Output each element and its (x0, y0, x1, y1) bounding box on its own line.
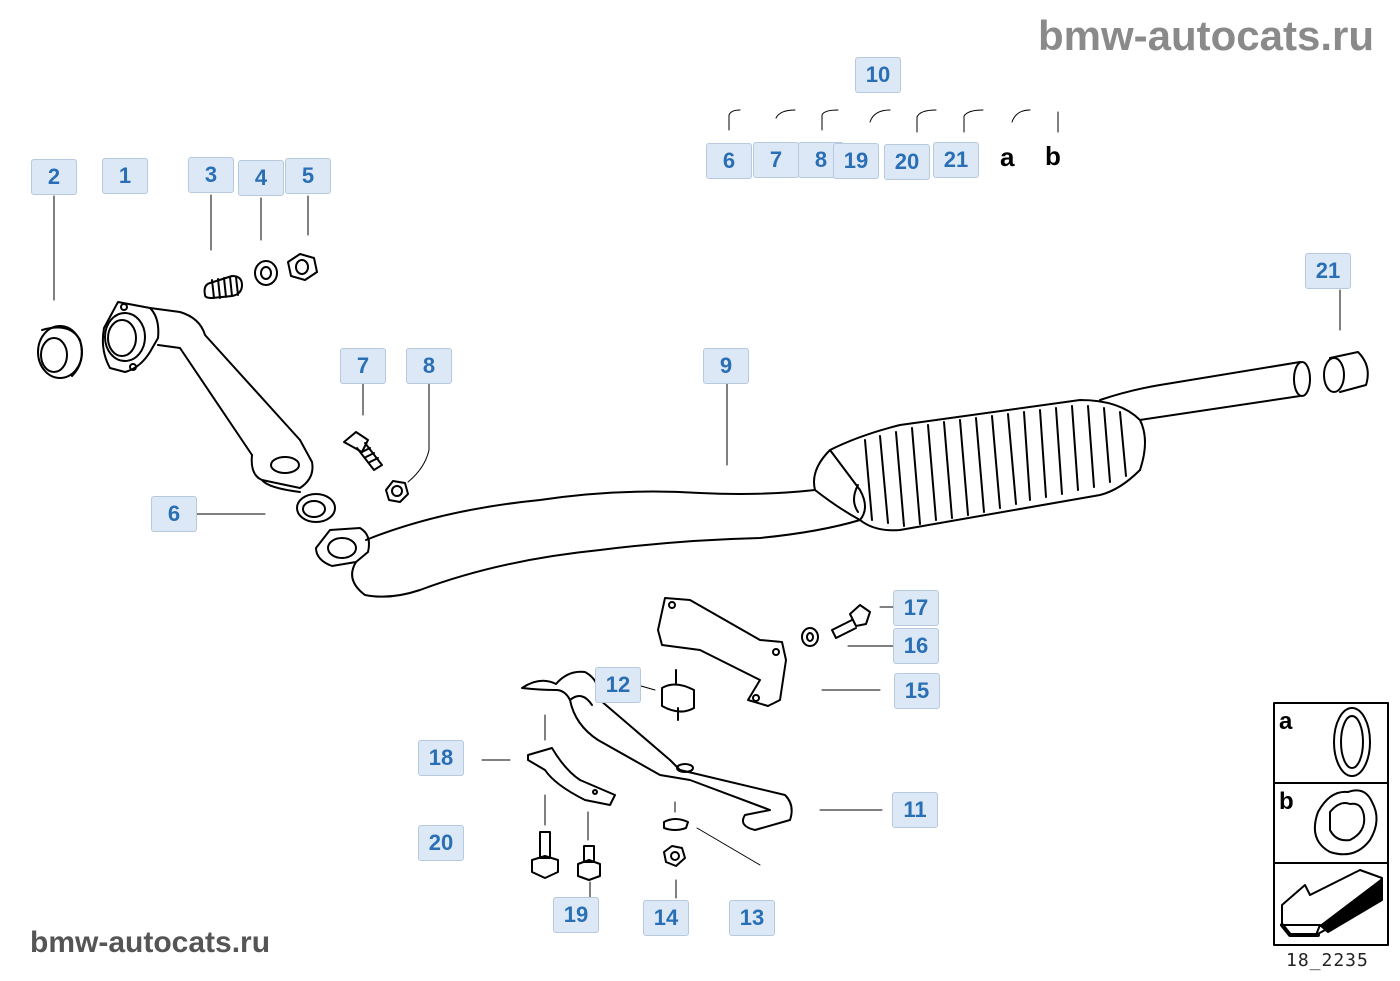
group-label-21[interactable]: 21 (933, 142, 979, 178)
group-label-19[interactable]: 19 (833, 143, 879, 179)
nut-5 (287, 253, 318, 281)
part-label-16[interactable]: 16 (893, 628, 939, 664)
exhaust-pipe-with-silencer-9 (315, 361, 1311, 598)
washer-4 (254, 260, 278, 286)
nut-14 (663, 845, 686, 867)
leader-lines (53, 109, 1341, 901)
part-label-21[interactable]: 21 (1305, 253, 1351, 289)
clamp-18 (527, 747, 616, 806)
watermark-bottom: bmw-autocats.ru (30, 926, 271, 959)
part-label-19[interactable]: 19 (553, 897, 599, 933)
part-label-2[interactable]: 2 (31, 159, 77, 195)
part-label-15[interactable]: 15 (894, 673, 940, 709)
part-label-5[interactable]: 5 (285, 158, 331, 194)
bolt-20 (531, 831, 559, 879)
part-label-11[interactable]: 11 (892, 792, 938, 828)
part-label-4[interactable]: 4 (238, 160, 284, 196)
bolt-7 (343, 431, 383, 471)
part-label-6[interactable]: 6 (151, 496, 197, 532)
group-label-6[interactable]: 6 (706, 143, 752, 179)
part-label-8[interactable]: 8 (406, 348, 452, 384)
part-label-13[interactable]: 13 (729, 900, 775, 936)
washer-14 (663, 818, 689, 831)
group-label-b: b (1045, 141, 1061, 171)
rubber-mount-12 (661, 669, 695, 721)
part-label-9[interactable]: 9 (703, 348, 749, 384)
drawing-id: 18_2235 (1286, 950, 1369, 971)
washer-16 (801, 627, 819, 647)
legend-box (1273, 702, 1389, 946)
part-label-20[interactable]: 20 (418, 825, 464, 861)
group-label-20[interactable]: 20 (884, 144, 930, 180)
bracket-15 (657, 597, 787, 707)
part-label-3[interactable]: 3 (188, 157, 234, 193)
part-label-18[interactable]: 18 (418, 740, 464, 776)
group-label-a: a (1000, 142, 1015, 172)
spring-3 (203, 275, 243, 299)
part-label-7[interactable]: 7 (340, 348, 386, 384)
bolt-17 (831, 604, 871, 639)
part-label-12[interactable]: 12 (595, 667, 641, 703)
nut-8 (385, 480, 409, 503)
part-label-14[interactable]: 14 (643, 900, 689, 936)
sealing-ring-2 (37, 325, 83, 379)
part-label-1[interactable]: 1 (102, 158, 148, 194)
group-label-7[interactable]: 7 (753, 142, 799, 178)
tail-sleeve-21 (1323, 351, 1369, 393)
legend-letter-a: a (1279, 708, 1293, 735)
bolt-19 (577, 845, 601, 881)
gasket-6 (296, 493, 336, 523)
front-pipe-1 (101, 301, 314, 493)
legend-letter-b: b (1279, 788, 1294, 815)
part-label-17[interactable]: 17 (893, 590, 939, 626)
crossmember-11 (521, 670, 793, 831)
part-label-10[interactable]: 10 (855, 57, 901, 93)
watermark-top: bmw-autocats.ru (1037, 12, 1374, 59)
